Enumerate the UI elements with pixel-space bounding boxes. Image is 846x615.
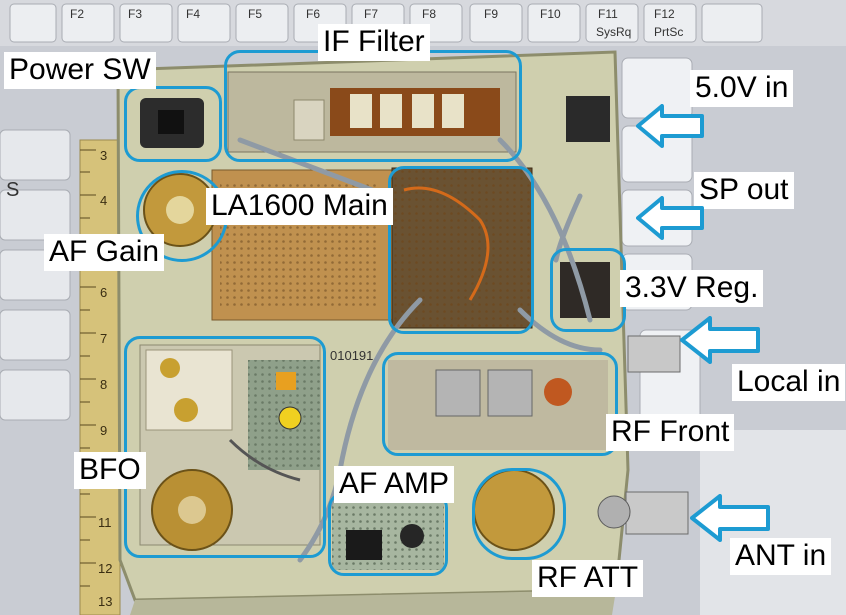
rf-att-outline <box>472 468 566 560</box>
fkey-label: F10 <box>540 7 561 21</box>
ruler-number: 7 <box>100 331 107 346</box>
ruler-number: 4 <box>100 193 107 208</box>
left-keys <box>0 129 71 421</box>
fkey-label: F4 <box>186 7 200 21</box>
power-sw-label: Power SW <box>4 52 156 89</box>
bfo-label: BFO <box>74 452 146 489</box>
ant-in-connector <box>625 491 689 535</box>
fkey-label: F3 <box>128 7 142 21</box>
dc-jack <box>566 96 610 142</box>
v5-in-arrow-icon <box>636 104 704 148</box>
ruler-number: 6 <box>100 285 107 300</box>
fkey-label: SysRq <box>596 25 631 39</box>
board-marking: 010191 <box>330 348 373 363</box>
sp-out-label: SP out <box>694 172 794 209</box>
local-in-label: Local in <box>732 364 846 401</box>
ruler-number: 3 <box>100 148 107 163</box>
fkey-label: F2 <box>70 7 84 21</box>
if-filter-label: IF Filter <box>318 24 430 61</box>
ruler: 3 4 5 6 7 8 9 10 11 12 13 <box>79 139 121 615</box>
rf-front-outline <box>382 352 618 456</box>
af-amp-outline <box>328 492 448 576</box>
v33-reg-outline <box>550 248 626 332</box>
rf-att-label: RF ATT <box>532 560 644 597</box>
local-in-connector <box>627 335 681 373</box>
fkey-label: PrtSc <box>654 25 683 39</box>
fkey-label: F12 <box>654 7 675 21</box>
ruler-number: 13 <box>98 594 112 609</box>
v33-reg-label: 3.3V Reg. <box>620 270 764 307</box>
power-sw-outline <box>124 86 222 162</box>
ruler-number: 11 <box>98 515 112 530</box>
bfo-outline <box>124 336 326 558</box>
fkey-label: F7 <box>364 7 378 21</box>
ant-in-label: ANT in <box>730 538 832 575</box>
la1600-main-outline <box>388 166 534 334</box>
ruler-number: 8 <box>100 377 107 392</box>
sp-out-arrow-icon <box>636 196 704 240</box>
key-label: S <box>6 179 19 201</box>
ruler-number: 12 <box>98 561 112 576</box>
af-amp-label: AF AMP <box>334 466 455 503</box>
fkey-label: F9 <box>484 7 498 21</box>
if-filter-outline <box>224 50 522 162</box>
la1600-main-label: LA1600 Main <box>206 188 393 225</box>
ant-in-arrow-icon <box>690 494 770 542</box>
ruler-number: 9 <box>100 423 107 438</box>
fkey-label: F8 <box>422 7 436 21</box>
fkey-label: F11 <box>598 7 618 21</box>
function-key-row <box>0 0 846 46</box>
af-gain-label: AF Gain <box>44 234 165 271</box>
local-in-arrow-icon <box>680 316 760 364</box>
rf-front-label: RF Front <box>606 414 735 451</box>
fkey-label: F6 <box>306 7 320 21</box>
v5-in-label: 5.0V in <box>690 70 794 107</box>
fkey-label: F5 <box>248 7 262 21</box>
